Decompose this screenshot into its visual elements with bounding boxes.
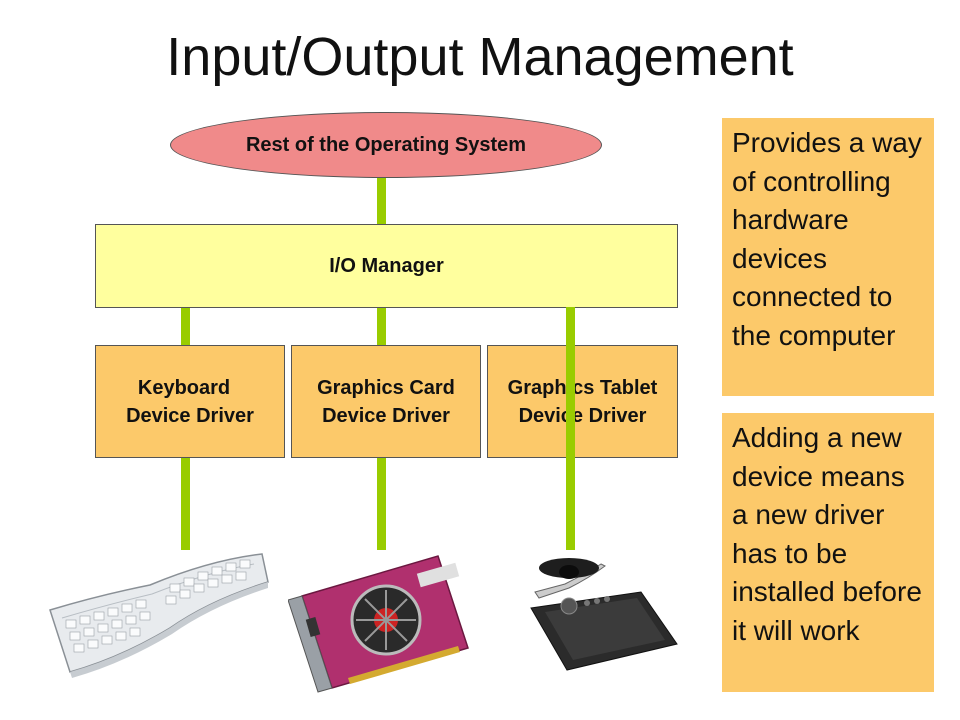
connector-manager-keyboard-driver [181,307,190,346]
operating-system-ellipse: Rest of the Operating System [170,112,602,178]
connector-os-manager [377,178,386,225]
driver-label-line2: Device Driver [518,404,647,427]
graphics-card-image [288,555,469,693]
io-manager-label: I/O Manager [329,254,444,277]
slide-title: Input/Output Management [166,27,794,87]
driver-label-line2: Device Driver [126,404,254,427]
note-text: Adding a new device means a new driver h… [732,422,922,646]
connector-manager-graphics-card-driver [377,307,386,346]
graphics-tablet-image [530,558,678,671]
driver-label-line1: Graphics Tablet [507,376,658,399]
driver-label-line2: Device Driver [322,404,450,427]
connector-keyboard-driver-device [181,458,190,550]
keyboard-driver-box: Keyboard Device Driver [95,345,285,458]
connector-graphics-card-driver-device [377,458,386,550]
driver-label-line1: Graphics Card [317,376,455,399]
keyboard-image [49,553,269,678]
os-label: Rest of the Operating System [245,133,527,156]
connector-manager-graphics-tablet [566,307,575,550]
graphics-card-driver-box: Graphics Card Device Driver [291,345,481,458]
io-manager-box: I/O Manager [95,224,678,308]
note-provides-control: Provides a way of controlling hardware d… [722,118,934,396]
note-text: Provides a way of controlling hardware d… [732,127,922,351]
graphics-tablet-driver-box: Graphics Tablet Device Driver [487,345,678,458]
driver-label-line1: Keyboard [137,376,231,399]
note-new-device-driver: Adding a new device means a new driver h… [722,413,934,692]
